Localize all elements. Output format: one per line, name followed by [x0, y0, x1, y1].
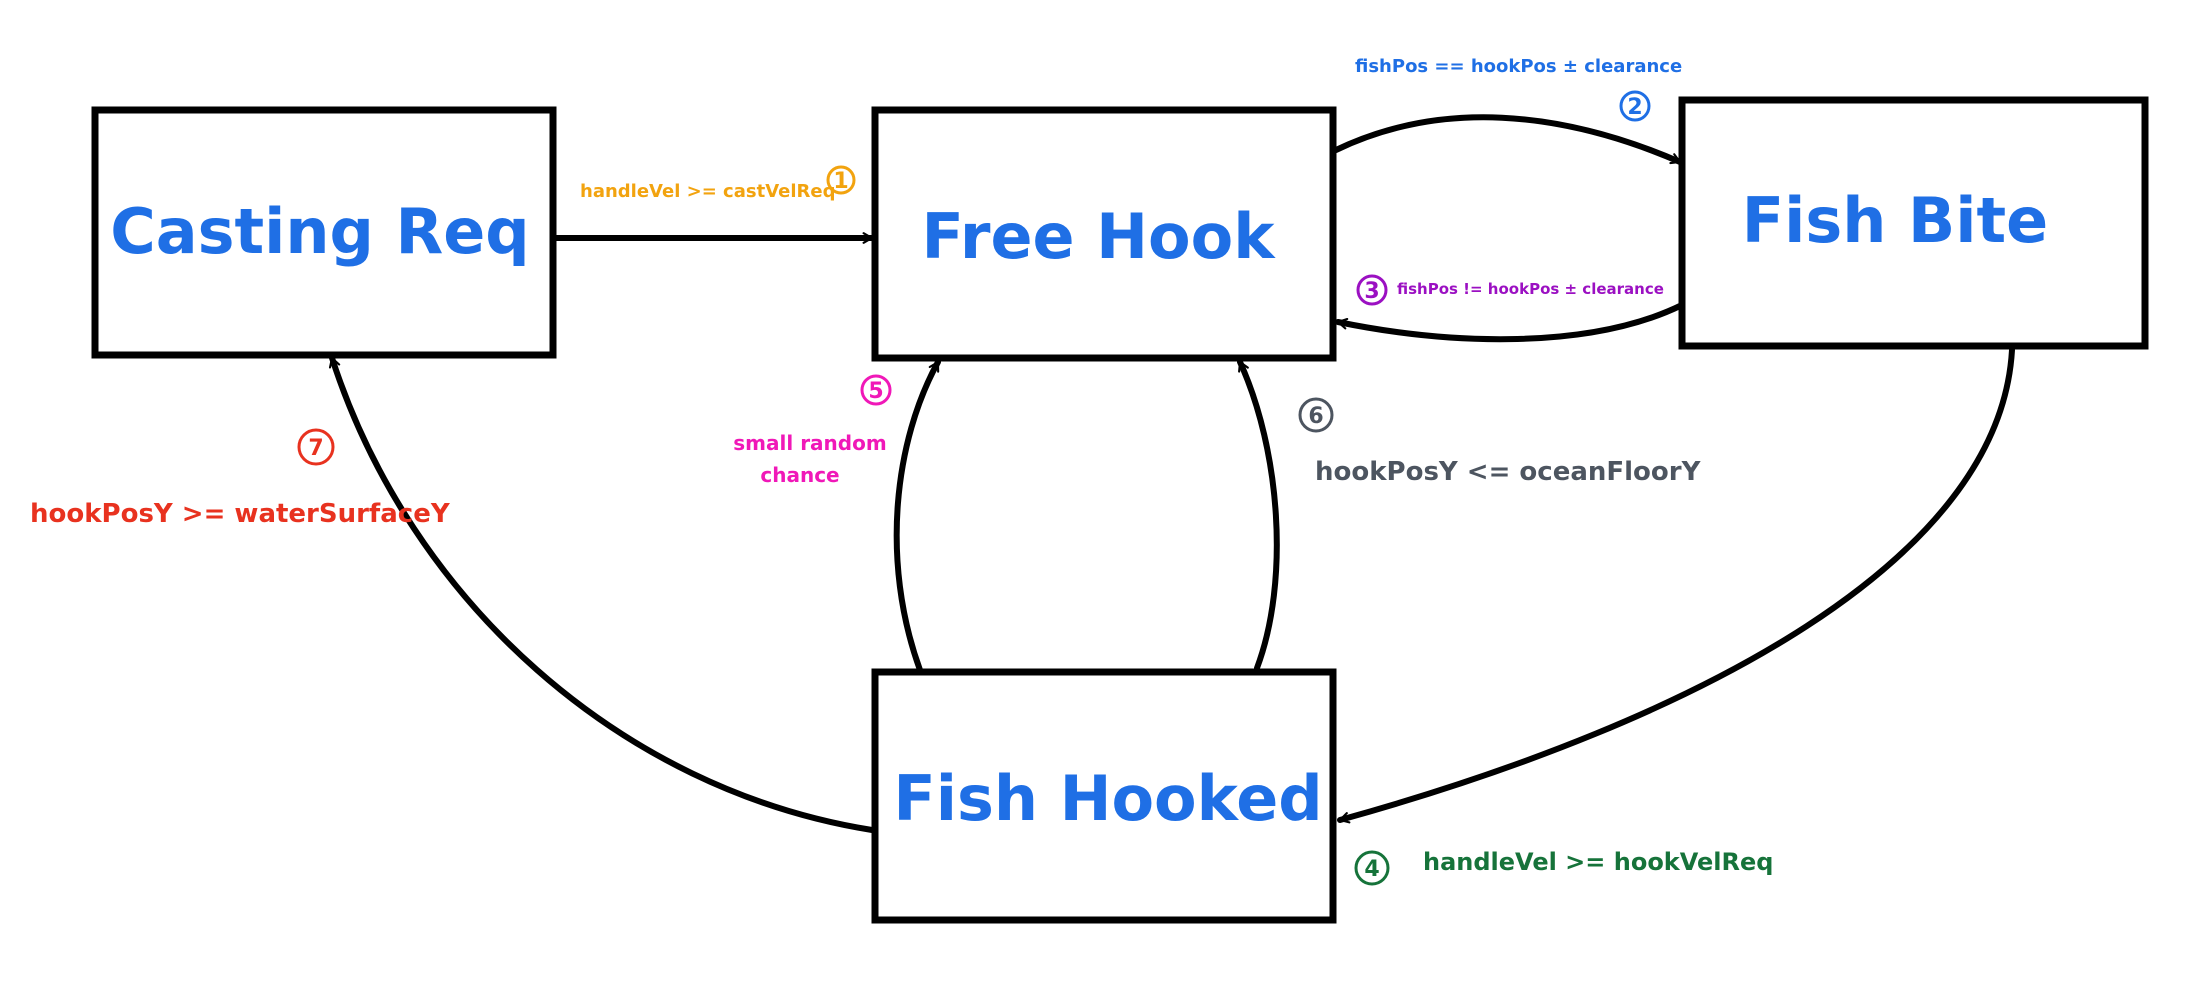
edge-4-label: handleVel >= hookVelReq	[1423, 848, 1773, 876]
node-casting-req	[91, 106, 557, 359]
edge-7-label: hookPosY >= waterSurfaceY	[30, 499, 451, 529]
edge-7	[328, 355, 875, 833]
edge-7-number-circle	[297, 428, 335, 466]
edge-5-label-line1: small random	[733, 431, 886, 455]
node-fish-bite	[1678, 96, 2149, 350]
edge-1-number-circle	[826, 165, 856, 195]
node-title-casting-req: Casting Req	[110, 195, 529, 268]
edge-5-number: 5	[868, 379, 883, 404]
edge-6-label: hookPosY <= oceanFloorY	[1315, 457, 1702, 487]
edge-1-label: handleVel >= castVelReq	[580, 181, 835, 202]
edge-6	[1237, 359, 1280, 671]
edge-3-number: 3	[1364, 279, 1379, 304]
node-title-fish-hooked: Fish Hooked	[893, 762, 1322, 835]
edge-3-number-circle	[1356, 274, 1388, 306]
edge-5-label-line2: chance	[760, 463, 839, 487]
edge-3	[1335, 302, 1685, 343]
edge-2-label: fishPos == hookPos ± clearance	[1355, 56, 1682, 77]
node-fish-hooked	[871, 668, 1337, 924]
edge-2	[1333, 114, 1683, 165]
edge-5	[893, 359, 941, 673]
edge-5-number-circle	[860, 374, 892, 406]
edge-4	[1337, 347, 2015, 824]
edge-1-number: 1	[833, 169, 848, 194]
edge-6-number: 6	[1308, 404, 1323, 429]
edge-3-label: fishPos != hookPos ± clearance	[1397, 280, 1664, 298]
edge-2-number-circle	[1619, 90, 1651, 122]
node-title-free-hook: Free Hook	[922, 200, 1277, 273]
edge-4-number-circle	[1354, 850, 1390, 886]
node-free-hook	[871, 106, 1337, 362]
edge-2-number: 2	[1627, 95, 1642, 120]
edge-7-number: 7	[308, 436, 323, 461]
edge-4-number: 4	[1364, 857, 1379, 882]
edge-6-number-circle	[1298, 397, 1334, 433]
node-title-fish-bite: Fish Bite	[1742, 184, 2048, 257]
